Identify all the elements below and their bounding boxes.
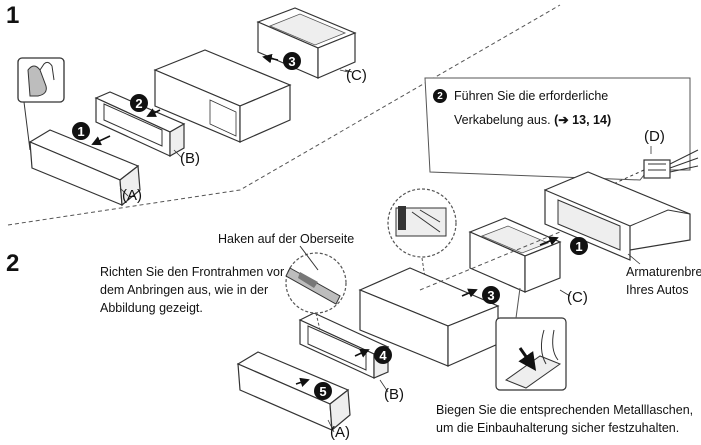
magnifier-hook [285,245,347,331]
step-badge-1-2: 2 [130,94,148,112]
connector-d [599,149,699,191]
section-number-1: 1 [6,2,20,29]
metal-tab-callout [495,287,567,391]
step-badge-2-1: 1 [570,237,588,255]
magnifier-top [387,188,457,279]
arrow-step2-4 [354,348,370,358]
arrow-step2-1 [539,236,559,246]
step-badge-1-3: 3 [283,52,301,70]
label-c-1: (C) [346,67,367,84]
label-c-2: (C) [567,289,588,306]
align-note-line-2: dem Anbringen aus, wie in der [100,283,269,297]
bend-note-line-1: Biegen Sie die entsprechenden Metalllasc… [436,403,694,417]
label-d: (D) [644,128,665,145]
arrow-step1-3 [262,53,279,64]
insert-guide [419,231,561,291]
arrow-step2-3 [461,288,478,298]
step-badge-2-4: 4 [374,346,392,364]
sleeve-c-2 [468,217,562,293]
dashboard-opening [543,171,691,261]
wiring-page-ref: (➔ 13, 14) [554,113,612,127]
head-unit-2 [358,267,500,367]
dashboard-label-1: Armaturenbrett [626,265,701,279]
head-unit-1 [153,49,292,143]
sleeve-c-1 [256,7,357,79]
faceplate-a-2 [236,351,351,432]
section-number-2: 2 [6,250,20,277]
arrow-step1-1 [91,135,111,146]
wiring-step-badge: 2 [433,89,447,103]
release-button-callout [17,57,65,151]
trim-ring-b-1 [94,91,186,158]
label-b-2: (B) [384,386,404,403]
step-badge-2-5: 5 [314,382,332,400]
label-a-2: (A) [330,424,350,441]
wiring-line-2: Verkabelung aus. (➔ 13, 14) [454,113,612,127]
step-badge-2-3: 3 [482,286,500,304]
faceplate-a-1 [28,129,141,207]
step-badge-1-1: 1 [72,122,90,140]
wiring-line-1: Führen Sie die erforderliche [454,89,609,103]
hook-label: Haken auf der Oberseite [218,232,355,246]
label-b-1: (B) [180,150,200,167]
arrow-step1-2 [146,108,161,117]
align-note-line-3: Abbildung gezeigt. [100,301,203,315]
label-a-1: (A) [122,187,142,204]
dashboard-label-2: Ihres Autos [626,283,689,297]
bend-note-line-2: um die Einbauhalterung sicher festzuhalt… [436,421,680,435]
align-note-line-1: Richten Sie den Frontrahmen vor [100,265,285,279]
arrow-step2-5 [295,377,310,387]
section-divider [7,4,561,226]
